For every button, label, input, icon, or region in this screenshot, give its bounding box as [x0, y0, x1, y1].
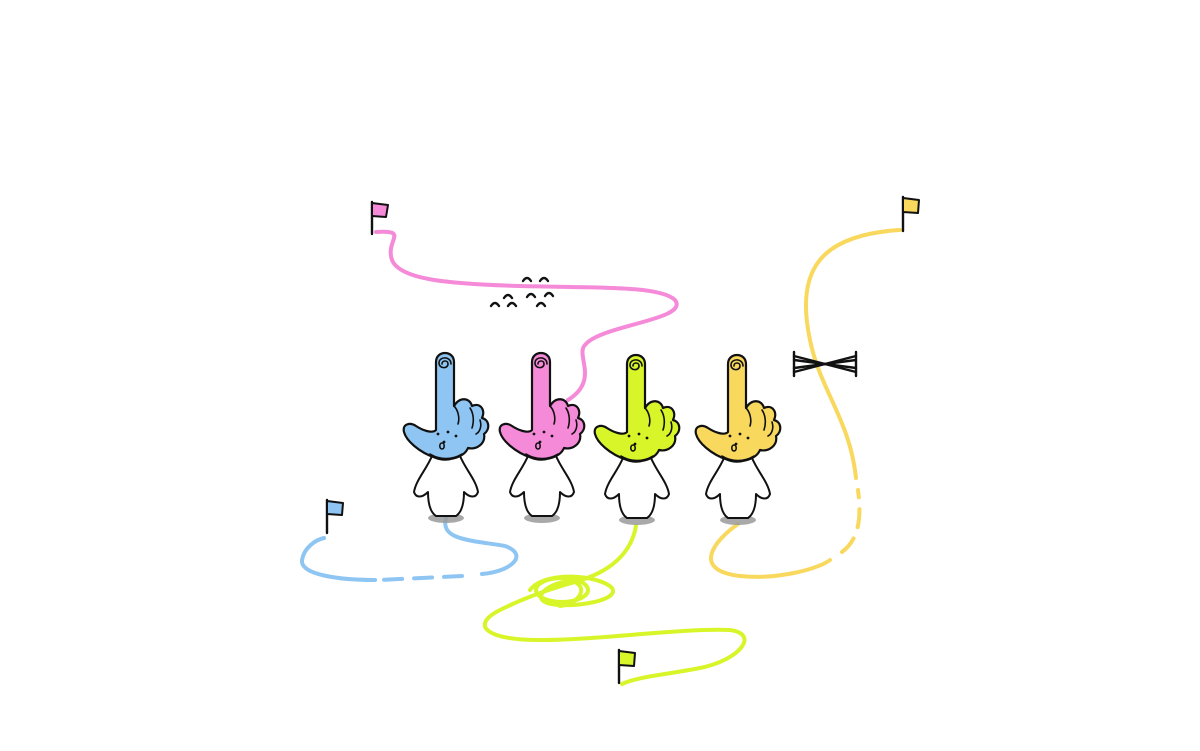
yellow-path-upper [804, 228, 902, 480]
character-blue [402, 351, 490, 525]
flag-icon-lime [617, 648, 636, 685]
knot-icon [528, 574, 615, 608]
blue-path-solid-left [300, 536, 377, 582]
lime-path [482, 524, 747, 686]
flag-icon-yellow [901, 195, 920, 233]
blue-path-solid-right [443, 516, 519, 576]
flag-icon-pink [370, 200, 389, 236]
character-lime [593, 353, 681, 527]
yellow-path-dashed [840, 488, 862, 554]
pink-path [374, 229, 679, 402]
flag-icon-blue [325, 498, 344, 535]
yellow-path-lower [709, 522, 832, 579]
character-yellow [694, 353, 782, 527]
fence-barrier-icon [792, 350, 858, 378]
blue-path-dashed [378, 574, 464, 582]
birds-icon [489, 276, 555, 308]
character-pink [498, 351, 586, 525]
